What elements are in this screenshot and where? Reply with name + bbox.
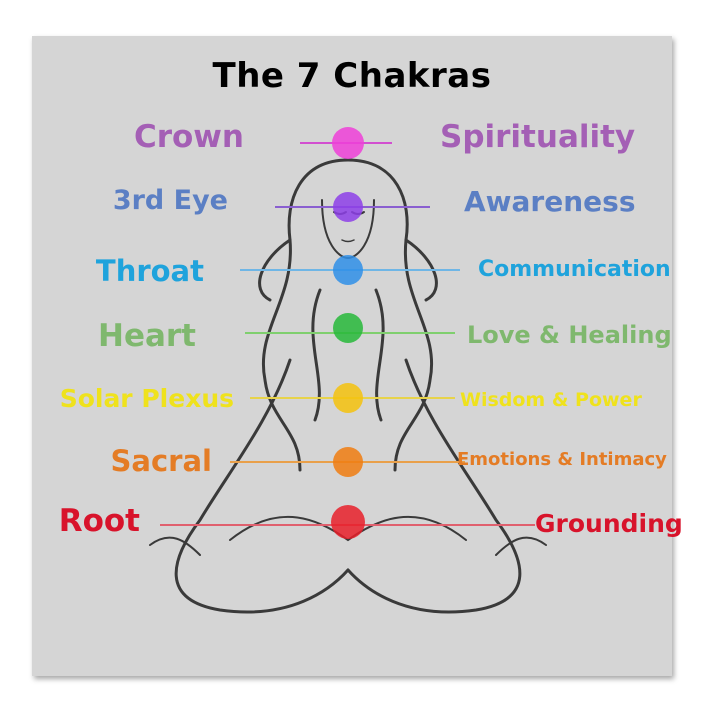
crown-chakra-icon [332, 127, 364, 159]
sacral-chakra-icon [333, 447, 363, 477]
throat-chakra-icon [333, 255, 363, 285]
solar-plexus-chakra-icon [333, 383, 363, 413]
chakra-name-solar-plexus: Solar Plexus [59, 384, 234, 413]
chakra-name-crown: Crown [133, 119, 244, 155]
chakra-meaning-sacral: Emotions & Intimacy [457, 449, 667, 470]
heart-chakra-icon [333, 313, 363, 343]
third-eye-chakra-icon [333, 192, 363, 222]
chakra-name-third-eye: 3rd Eye [112, 185, 228, 216]
root-chakra-icon [331, 505, 365, 539]
chakra-meaning-crown: Spirituality [440, 119, 636, 155]
poster-title: The 7 Chakras [212, 56, 492, 96]
chakra-meaning-throat: Communication [478, 257, 671, 282]
chakra-name-sacral: Sacral [110, 444, 212, 478]
chakra-name-throat: Throat [95, 254, 204, 288]
chakra-meaning-solar-plexus: Wisdom & Power [460, 389, 642, 411]
chakra-name-heart: Heart [98, 318, 196, 354]
chakra-icons [331, 127, 365, 539]
chakra-meaning-root: Grounding [535, 509, 683, 538]
chakra-meaning-heart: Love & Healing [467, 321, 672, 349]
chakra-meaning-third-eye: Awareness [464, 185, 636, 218]
chakra-name-root: Root [58, 503, 140, 539]
